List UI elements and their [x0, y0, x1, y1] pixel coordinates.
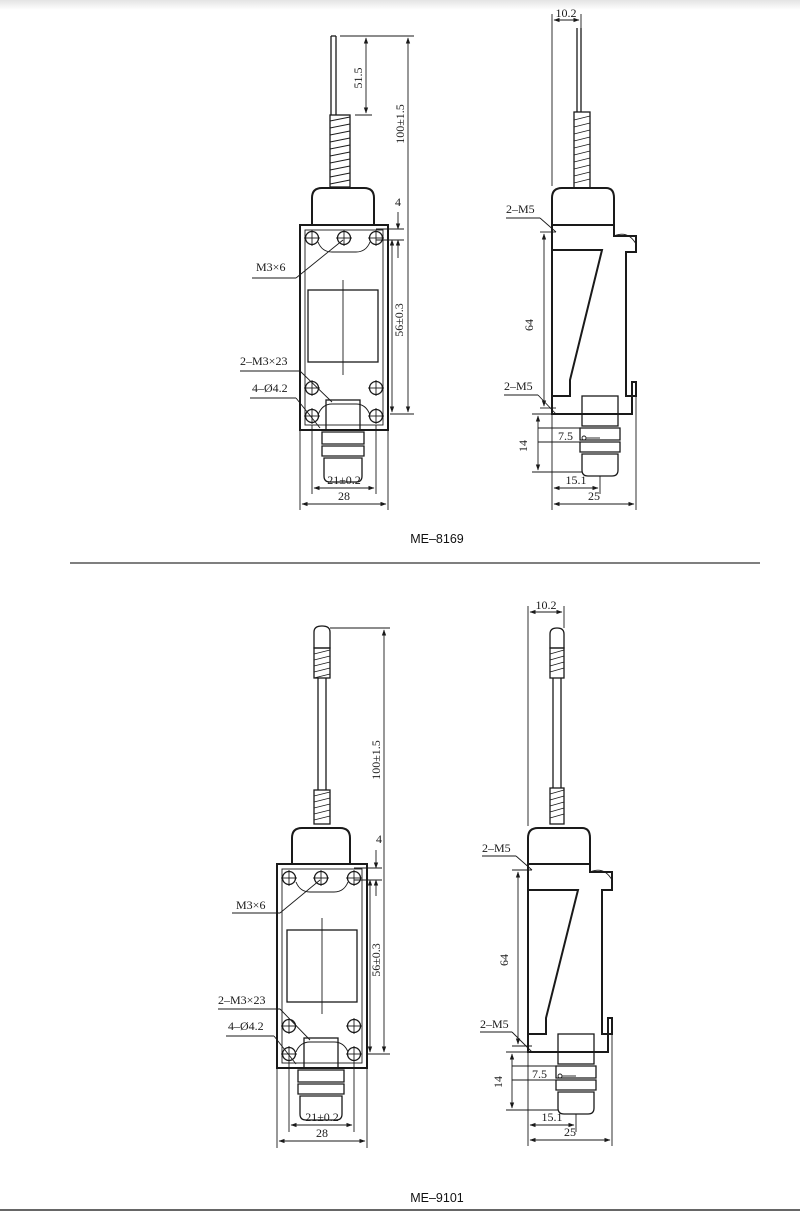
dim-side-width: 25	[588, 489, 600, 503]
dim-gap-2: 4	[376, 832, 382, 846]
drawing-me-9101: 100±1.5 4 56±0.3 M3×6 2–M3×23 4–Ø4.2 2	[218, 598, 613, 1205]
label-screws-m3x23: 2–M3×23	[240, 354, 287, 368]
label-m5-bottom: 2–M5	[504, 379, 533, 393]
label-holes-2: 4–Ø4.2	[228, 1019, 264, 1033]
dim-rod-length: 51.5	[351, 68, 365, 89]
label-m5-top-2: 2–M5	[482, 841, 511, 855]
side-view-1: 10.2 2–M5 64 2–M5 7.5 14	[504, 6, 637, 510]
model-label-2: ME–9101	[410, 1191, 464, 1205]
label-m5-bottom-2: 2–M5	[480, 1017, 509, 1031]
dim-front-width: 28	[338, 489, 350, 503]
label-screw-m3x6-2: M3×6	[236, 898, 265, 912]
label-screw-m3x6: M3×6	[256, 260, 285, 274]
dim-side-width-2: 25	[564, 1125, 576, 1139]
dim-inner-width: 15.1	[566, 473, 587, 487]
dim-total-height: 100±1.5	[393, 104, 407, 144]
dim-bottom-height: 14	[516, 440, 530, 452]
label-holes: 4–Ø4.2	[252, 381, 288, 395]
front-view-1: 51.5 100±1.5 4 56±0.3 M3×6 2–M3×23 4–Ø	[240, 35, 414, 510]
dim-top-width: 10.2	[556, 6, 577, 20]
label-m5-top: 2–M5	[506, 202, 535, 216]
label-screws-m3x23-2: 2–M3×23	[218, 993, 265, 1007]
dim-front-width-2: 28	[316, 1126, 328, 1140]
dim-mount-span: 56±0.3	[392, 303, 406, 337]
dim-small: 7.5	[558, 429, 573, 443]
dim-total-height-2: 100±1.5	[369, 740, 383, 780]
dim-mount-span-2: 56±0.3	[369, 943, 383, 977]
top-shadow-bar	[0, 0, 800, 10]
dim-bottom-height-2: 14	[491, 1076, 505, 1088]
dim-small-2: 7.5	[532, 1067, 547, 1081]
drawing-me-8169: 51.5 100±1.5 4 56±0.3 M3×6 2–M3×23 4–Ø	[240, 6, 637, 546]
model-label-1: ME–8169	[410, 532, 464, 546]
dim-gap: 4	[395, 195, 401, 209]
dim-side-height: 64	[522, 319, 536, 331]
dim-top-width-2: 10.2	[536, 598, 557, 612]
front-view-2: 100±1.5 4 56±0.3 M3×6 2–M3×23 4–Ø4.2 2	[218, 625, 390, 1148]
side-view-2: 10.2 2–M5 64 2–M5 7.5 14	[480, 598, 613, 1146]
dim-inner-width-2: 15.1	[542, 1110, 563, 1124]
dim-side-height-2: 64	[497, 954, 511, 966]
dim-hole-pitch-2: 21±0.2	[305, 1110, 339, 1124]
dim-hole-pitch: 21±0.2	[327, 473, 361, 487]
